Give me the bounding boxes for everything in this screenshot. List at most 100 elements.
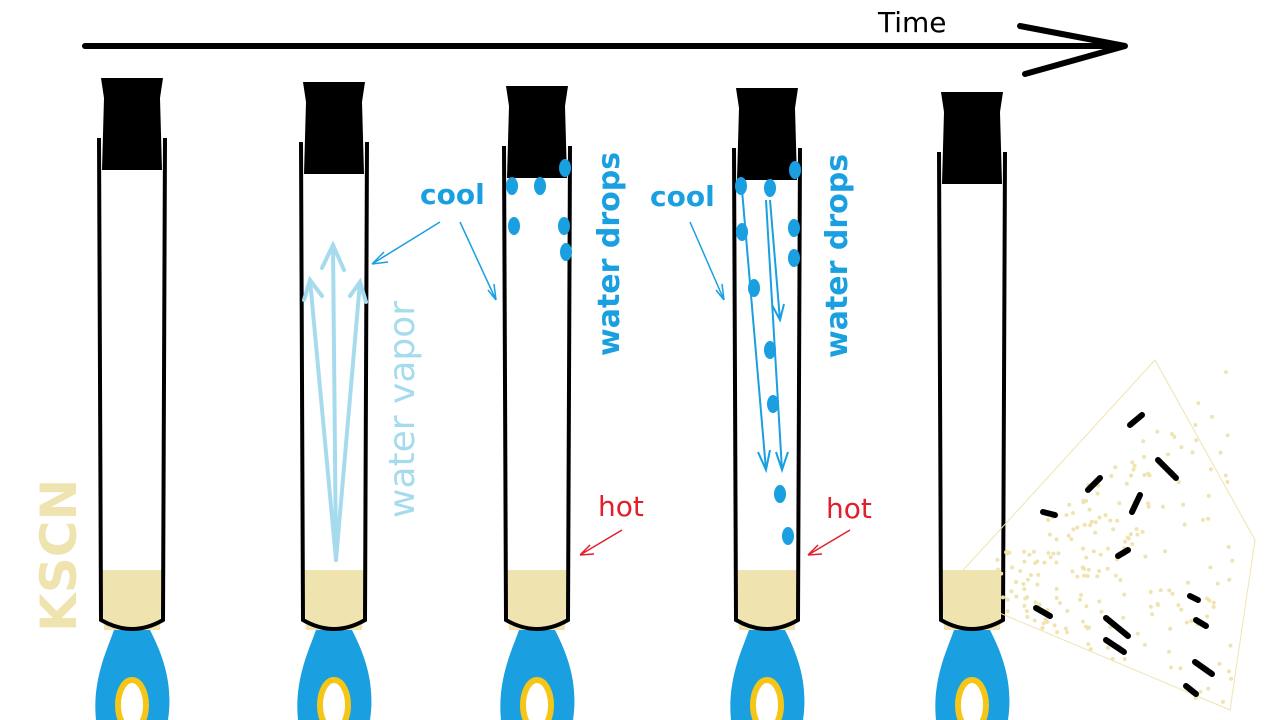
spray-particle bbox=[1075, 574, 1080, 579]
spray-particle bbox=[1035, 559, 1040, 564]
spray-particle bbox=[1115, 518, 1120, 523]
spray-fragment bbox=[1155, 457, 1179, 481]
spray-particle bbox=[1103, 513, 1108, 518]
spray-particle bbox=[1150, 612, 1155, 617]
tube-glass bbox=[732, 147, 802, 631]
spray-particle bbox=[1087, 507, 1092, 512]
spray-particle bbox=[1118, 577, 1123, 582]
spray-particle bbox=[1160, 504, 1165, 509]
spray-particle bbox=[1206, 493, 1211, 498]
spray-particle bbox=[995, 557, 1000, 562]
spray-particle bbox=[1148, 604, 1153, 609]
spray-particle bbox=[1117, 501, 1122, 506]
spray-particle bbox=[1129, 473, 1134, 478]
spray-particle bbox=[1054, 537, 1059, 542]
spray-particle bbox=[1032, 618, 1037, 623]
spray-particle bbox=[1227, 577, 1232, 582]
spray-particle bbox=[1046, 518, 1051, 523]
spray-particle bbox=[1215, 581, 1220, 586]
stopper bbox=[941, 92, 1003, 184]
spray-particle bbox=[989, 575, 994, 580]
water-drop bbox=[508, 217, 520, 235]
spray-particle bbox=[1097, 515, 1102, 520]
spray-particle bbox=[1047, 532, 1052, 537]
spray-particle bbox=[1036, 572, 1041, 577]
spray-particle bbox=[1078, 597, 1083, 602]
spray-particle bbox=[1009, 589, 1014, 594]
spray-particle bbox=[1054, 560, 1059, 565]
spray-particle bbox=[994, 573, 999, 578]
spray-particle bbox=[1230, 558, 1235, 563]
spray-particle bbox=[991, 599, 996, 604]
spray-particle bbox=[1141, 439, 1146, 444]
spray-fragment bbox=[1085, 475, 1103, 493]
spray-particle bbox=[1190, 450, 1195, 455]
time-arrow bbox=[82, 23, 1128, 77]
spray-particle bbox=[1226, 545, 1231, 550]
spray-particle bbox=[1200, 517, 1205, 522]
spray-particle bbox=[1109, 473, 1114, 478]
flame-core bbox=[750, 677, 784, 720]
spray-particle bbox=[1086, 642, 1091, 647]
spray-particle bbox=[1025, 577, 1030, 582]
flame bbox=[935, 630, 1010, 720]
spray-particle bbox=[973, 580, 978, 585]
spray-particle bbox=[980, 573, 985, 578]
spray-particle bbox=[1142, 642, 1147, 647]
water-drop bbox=[534, 177, 546, 195]
spray-particle bbox=[994, 591, 999, 596]
spray-particle bbox=[1211, 600, 1216, 605]
spray-fragment bbox=[1192, 659, 1215, 677]
spray-particle bbox=[1124, 481, 1129, 486]
spray-particle bbox=[1084, 604, 1089, 609]
spray-particle bbox=[1169, 432, 1174, 437]
spray-particle bbox=[966, 587, 971, 592]
tube-glass bbox=[502, 145, 572, 631]
spray-particle bbox=[1058, 601, 1063, 606]
test-tube bbox=[730, 88, 805, 720]
water-drop bbox=[735, 177, 747, 195]
spray-particle bbox=[1098, 552, 1103, 557]
water-drop bbox=[774, 485, 786, 503]
flame-core bbox=[955, 677, 989, 720]
spray-particle bbox=[1111, 527, 1116, 532]
water-drop bbox=[560, 243, 572, 261]
spray-particle bbox=[1093, 520, 1098, 525]
spray-particle bbox=[961, 584, 966, 589]
kscn-label: KSCN bbox=[30, 478, 88, 632]
hot-label-1: hot bbox=[598, 490, 644, 523]
spray-particle bbox=[1194, 438, 1199, 443]
spray-particle bbox=[1093, 530, 1098, 535]
spray-particle bbox=[1022, 587, 1027, 592]
kscn-powder bbox=[101, 570, 163, 630]
spray-particle bbox=[1089, 519, 1094, 524]
spray-particle bbox=[1206, 516, 1211, 521]
spray-particle bbox=[1025, 595, 1030, 600]
spray-particle bbox=[1105, 645, 1110, 650]
spray-fragment bbox=[1115, 547, 1131, 559]
spray-particle bbox=[1227, 669, 1232, 674]
flame bbox=[730, 630, 805, 720]
spray-particle bbox=[1125, 535, 1130, 540]
spray-particle bbox=[1088, 647, 1093, 652]
spray-particle bbox=[1088, 523, 1093, 528]
spray-particle bbox=[1095, 574, 1100, 579]
spray-particle bbox=[1035, 582, 1040, 587]
spray-particle bbox=[1225, 433, 1230, 438]
spray-particle bbox=[1082, 573, 1087, 578]
stopper bbox=[101, 78, 163, 170]
water-drop bbox=[788, 219, 800, 237]
spray-particle bbox=[1022, 559, 1027, 564]
spray-particle bbox=[974, 590, 979, 595]
spray-particle bbox=[1205, 596, 1210, 601]
spray-particle bbox=[1041, 621, 1046, 626]
spray-particle bbox=[1067, 502, 1072, 507]
tube-glass bbox=[937, 151, 1007, 631]
spray-particle bbox=[1182, 522, 1187, 527]
spray-particle bbox=[1168, 626, 1173, 631]
spray-particle bbox=[1056, 551, 1061, 556]
spray-particle bbox=[1085, 573, 1090, 578]
spray-particle bbox=[1229, 676, 1234, 681]
spray-particle bbox=[1097, 599, 1102, 604]
spray-particle bbox=[1223, 473, 1228, 478]
